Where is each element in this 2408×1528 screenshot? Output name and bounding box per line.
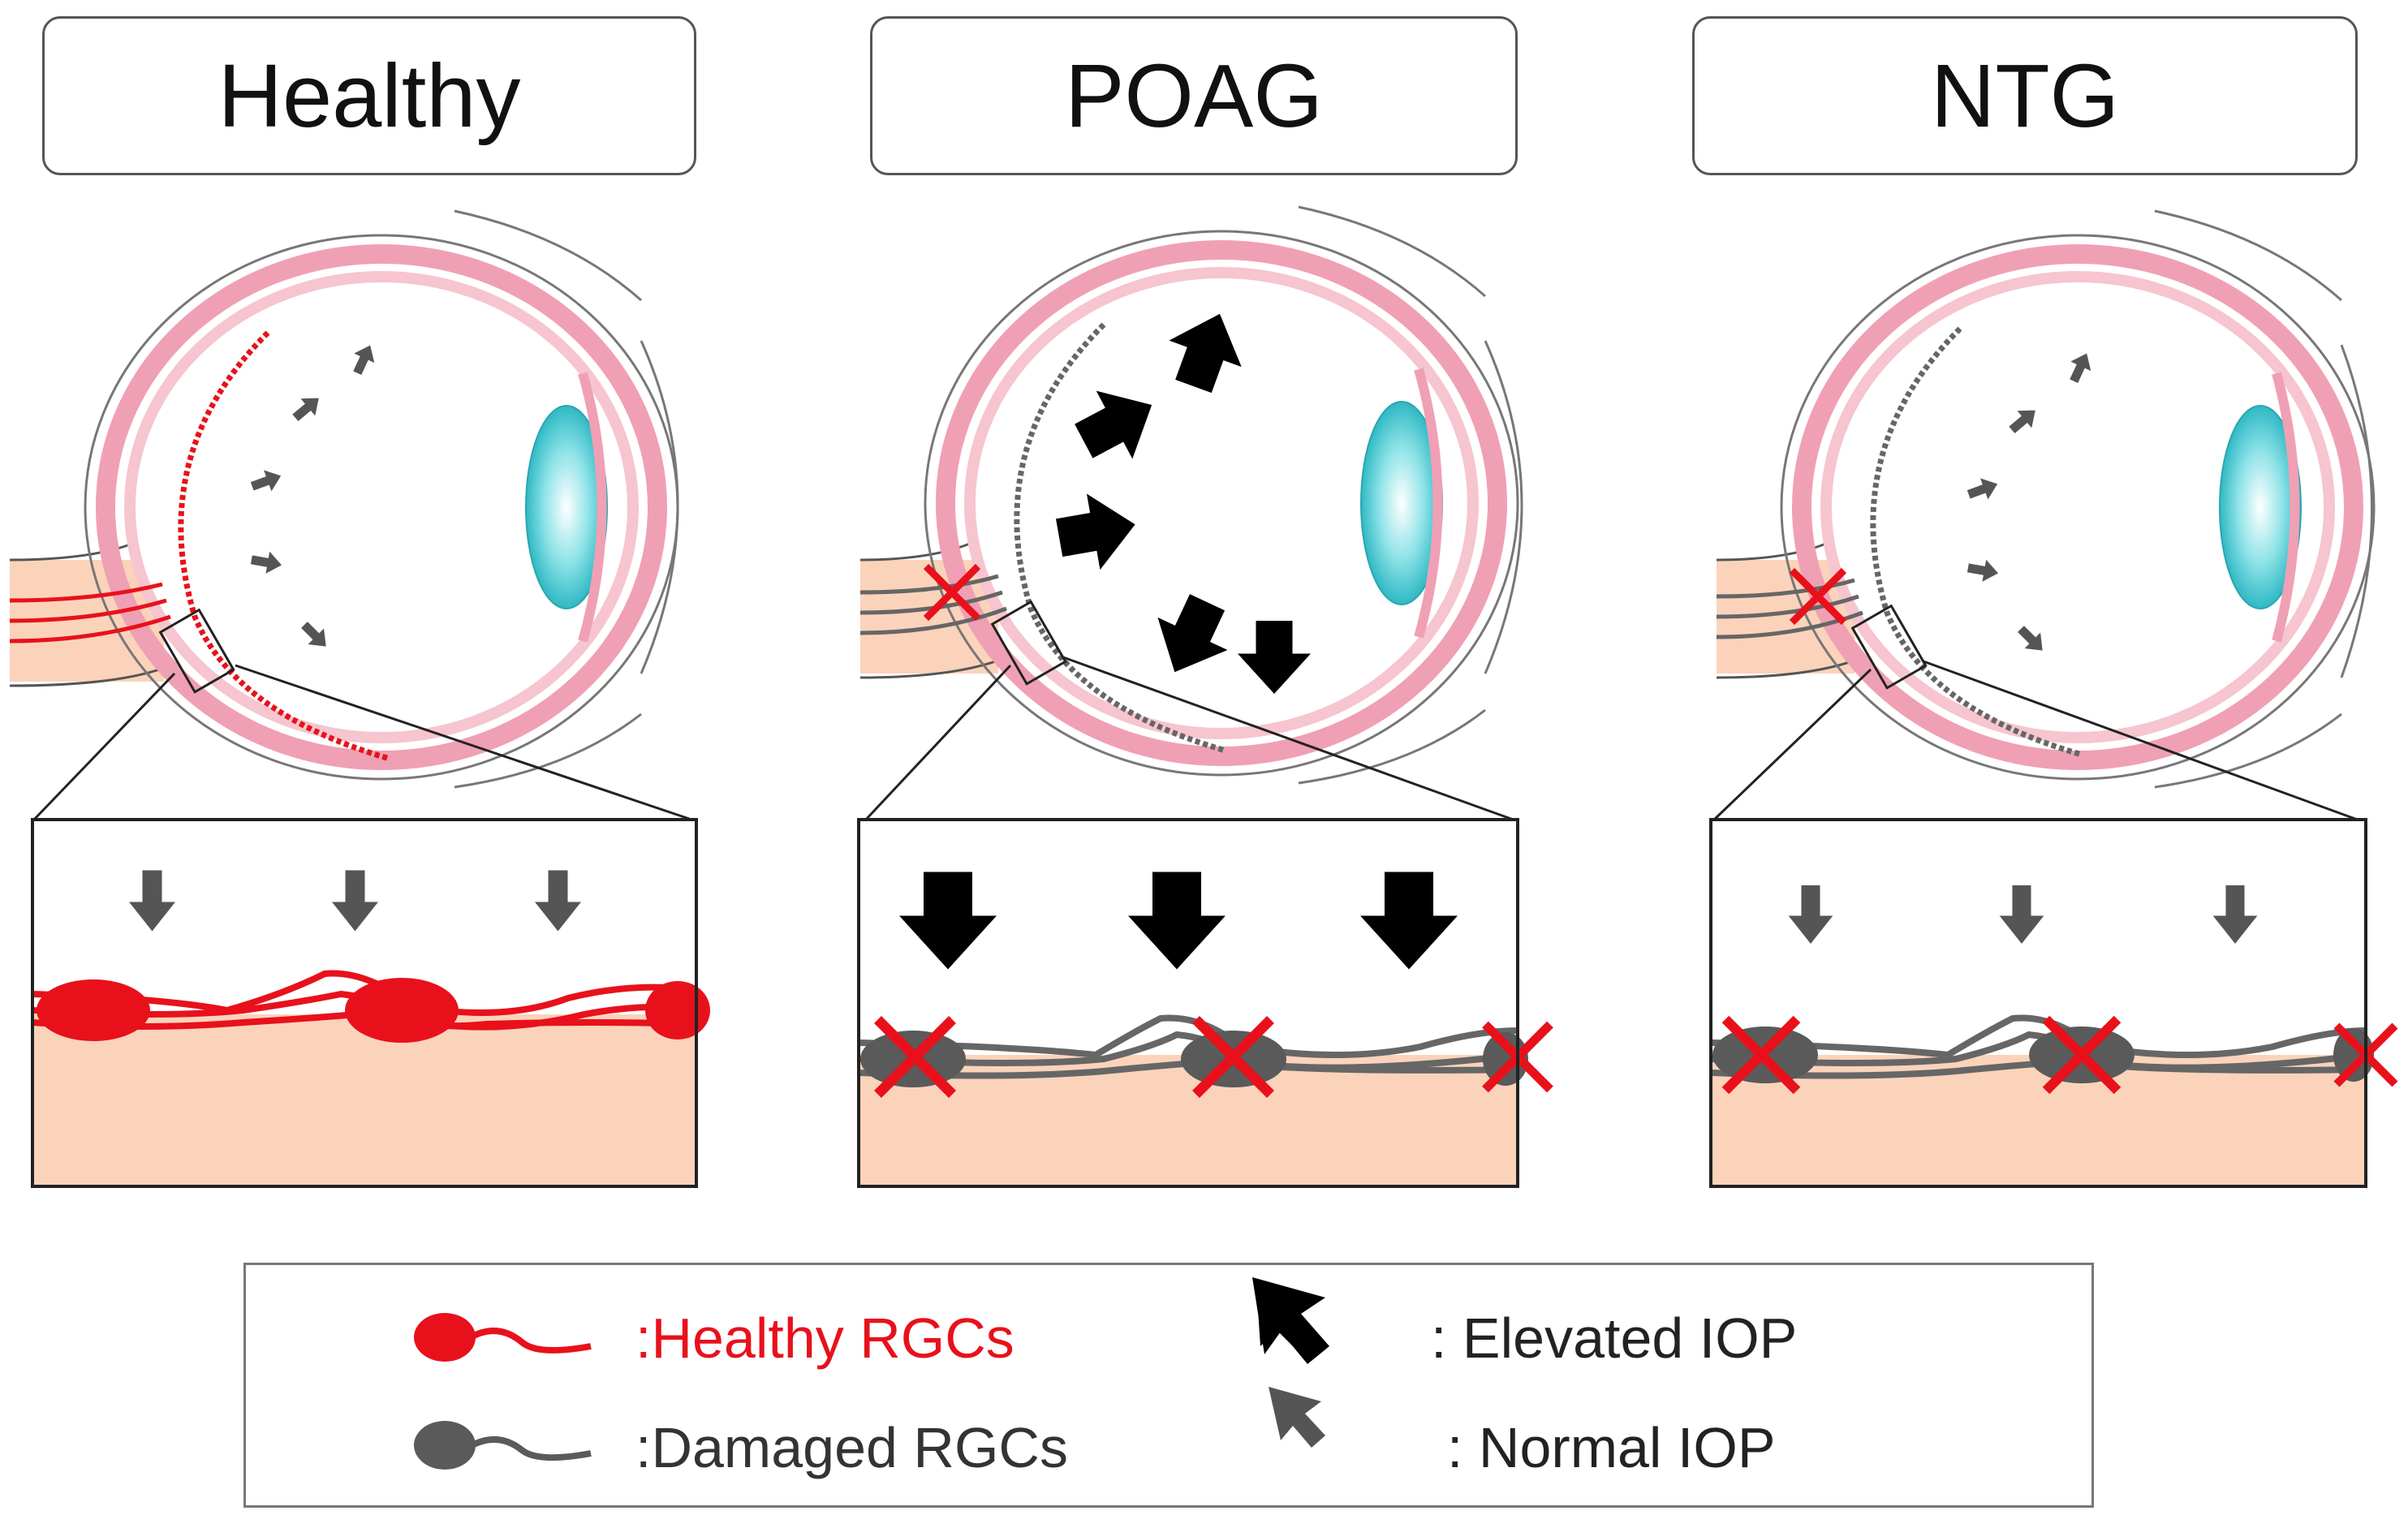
legend: :Healthy RGCs :Damaged RGCs : Elevated I… xyxy=(243,1263,2094,1508)
elevated-iop-legend-icon xyxy=(1252,1277,1329,1364)
legend-normal-iop: : Normal IOP xyxy=(1447,1416,1776,1479)
legend-damaged-rgcs: :Damaged RGCs xyxy=(635,1416,1068,1479)
legend-healthy-rgcs: :Healthy RGCs xyxy=(635,1306,1014,1370)
normal-iop-legend-icon xyxy=(1269,1387,1325,1448)
damaged-rgc-body xyxy=(2333,1028,2374,1082)
inset-healthy xyxy=(31,818,710,1188)
panel-title-poag: POAG xyxy=(870,16,1518,175)
eye-poag xyxy=(859,205,1523,823)
panel-title-ntg: NTG xyxy=(1692,16,2358,175)
legend-icons xyxy=(414,1277,1329,1470)
healthy-rgc-legend-icon xyxy=(414,1313,592,1362)
damaged-rgc-legend-icon xyxy=(414,1421,592,1470)
healthy-rgc-body xyxy=(37,979,150,1041)
healthy-rgc-body xyxy=(345,978,459,1043)
eye-ntg xyxy=(1711,209,2376,823)
inset-poag xyxy=(857,818,1550,1188)
legend-elevated-iop: : Elevated IOP xyxy=(1431,1306,1798,1370)
eye-healthy xyxy=(9,209,697,823)
healthy-rgc-body xyxy=(645,981,710,1039)
panel-title-healthy: Healthy xyxy=(42,16,696,175)
inset-ntg xyxy=(1709,818,2395,1188)
